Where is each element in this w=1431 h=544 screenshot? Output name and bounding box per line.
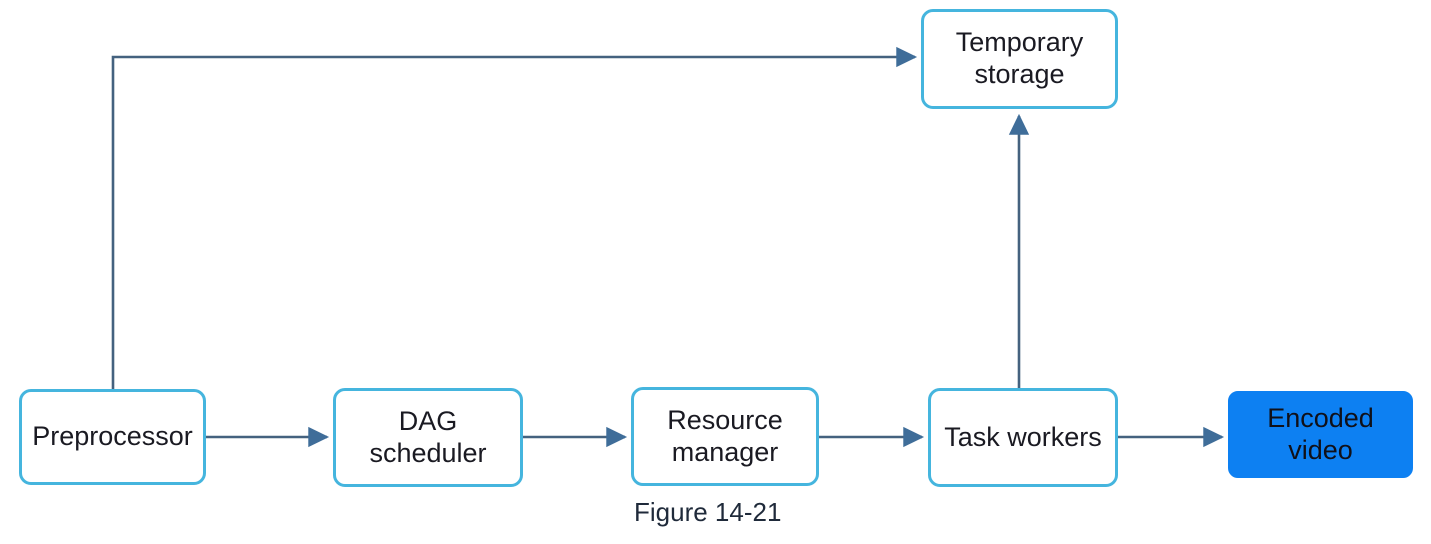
node-preprocessor[interactable]: Preprocessor <box>19 389 206 485</box>
node-resource-manager[interactable]: Resource manager <box>631 387 819 486</box>
figure-caption: Figure 14-21 <box>634 497 782 527</box>
node-encoded-video[interactable]: Encoded video <box>1228 391 1413 478</box>
node-encoded-video-label: Encoded video <box>1267 402 1374 465</box>
edge-preprocessor-to-temporary-storage <box>111 46 918 389</box>
node-task-workers[interactable]: Task workers <box>928 388 1118 487</box>
node-dag-scheduler-label: DAG scheduler <box>369 405 487 468</box>
node-resource-manager-label: Resource manager <box>667 404 783 467</box>
node-task-workers-label: Task workers <box>944 421 1102 452</box>
node-temporary-storage-label: Temporary storage <box>955 27 1084 89</box>
node-dag-scheduler[interactable]: DAG scheduler <box>333 388 523 487</box>
node-temporary-storage[interactable]: Temporary storage <box>921 9 1118 109</box>
node-preprocessor-label: Preprocessor <box>32 421 193 452</box>
